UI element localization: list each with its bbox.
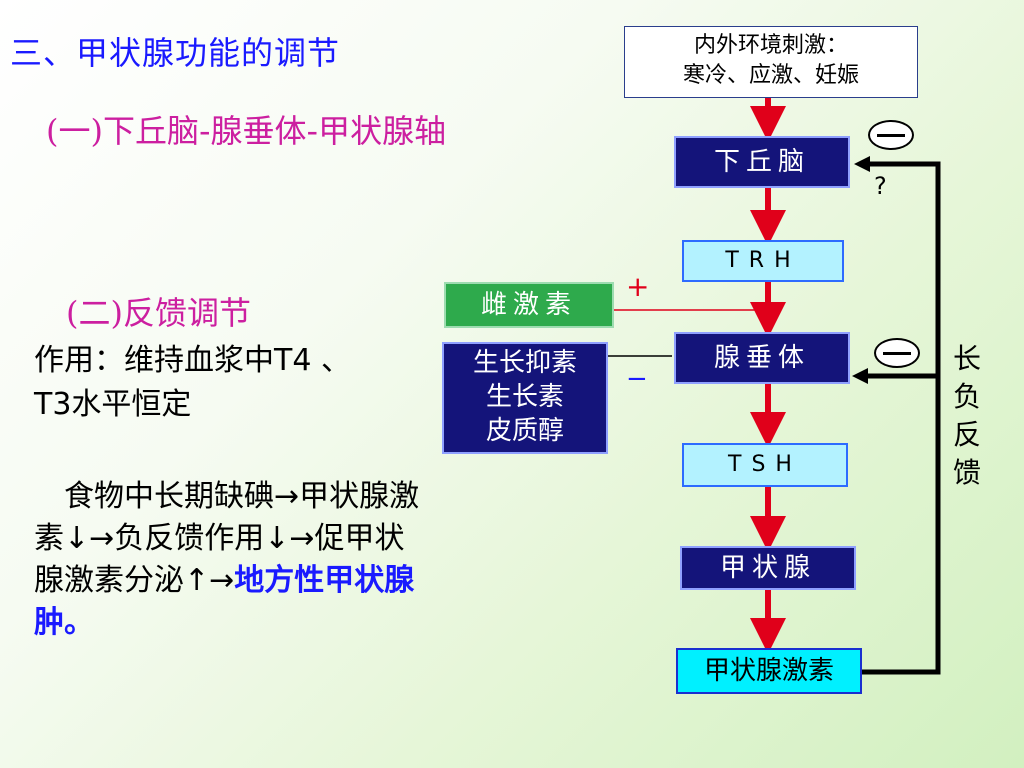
feedback-char: 长: [952, 342, 981, 375]
estrogen-box: 雌激素: [444, 282, 614, 328]
function-line-1: 作用：维持血浆中T4 、: [34, 343, 351, 378]
stimulus-examples: 寒冷、应激、妊娠: [682, 63, 859, 88]
function-line-2: T3水平恒定: [34, 387, 192, 422]
arrowhead-feedback-pituitary: [852, 368, 868, 384]
arrowhead-estrogen: [765, 303, 776, 317]
arrowhead-feedback-hypothalamus: [854, 156, 870, 172]
inhibitor-growth-hormone: 生长素: [485, 382, 564, 412]
feedback-char: 反: [952, 418, 981, 451]
thyroid-box: 甲状腺: [680, 546, 856, 590]
feedback-char: 负: [952, 380, 981, 413]
paragraph-emphasis: 地方性甲状腺肿。: [34, 563, 415, 640]
inhibitor-cortisol: 皮质醇: [485, 416, 564, 446]
paragraph-text: 食物中长期缺碘→甲状腺激素↓→负反馈作用↓→促甲状腺激素分泌↑→: [34, 479, 420, 598]
tsh-box: TSH: [682, 443, 848, 487]
section-text: 下丘脑-腺垂体-甲状腺轴: [102, 112, 447, 150]
section-number: (一): [46, 112, 103, 150]
page-title: 三、甲状腺功能的调节: [10, 34, 341, 72]
negative-feedback-pituitary-icon: [874, 338, 920, 368]
stimulus-label: 内外环境刺激：: [693, 33, 848, 58]
question-mark: ?: [874, 172, 887, 200]
feedback-line: [862, 161, 941, 675]
stimulus-box: 内外环境刺激： 寒冷、应激、妊娠: [624, 26, 918, 98]
pituitary-box: 腺垂体: [674, 332, 850, 384]
negative-feedback-hypothalamus-icon: [868, 120, 914, 150]
inhibitor-hormones-box: 生长抑素 生长素 皮质醇: [442, 342, 608, 454]
inhibitor-somatostatin: 生长抑素: [472, 348, 577, 378]
section-number: (二): [66, 294, 123, 332]
feedback-char: 馈: [952, 456, 981, 489]
thyroid-hormone-box: 甲状腺激素: [676, 648, 862, 694]
iodine-deficiency-paragraph: 食物中长期缺碘→甲状腺激素↓→负反馈作用↓→促甲状腺激素分泌↑→地方性甲状腺肿。: [34, 476, 429, 644]
inhibition-sign: −: [626, 364, 648, 394]
section-heading-feedback: (二)反馈调节: [66, 288, 251, 334]
stimulation-sign: +: [626, 270, 650, 303]
long-negative-feedback-label: 长 负 反 馈: [950, 340, 984, 492]
section-text: 反馈调节: [122, 294, 251, 332]
trh-box: TRH: [682, 240, 844, 282]
section-heading-axis: (一)下丘脑-腺垂体-甲状腺轴: [46, 106, 446, 152]
hypothalamus-box: 下丘脑: [674, 136, 850, 188]
